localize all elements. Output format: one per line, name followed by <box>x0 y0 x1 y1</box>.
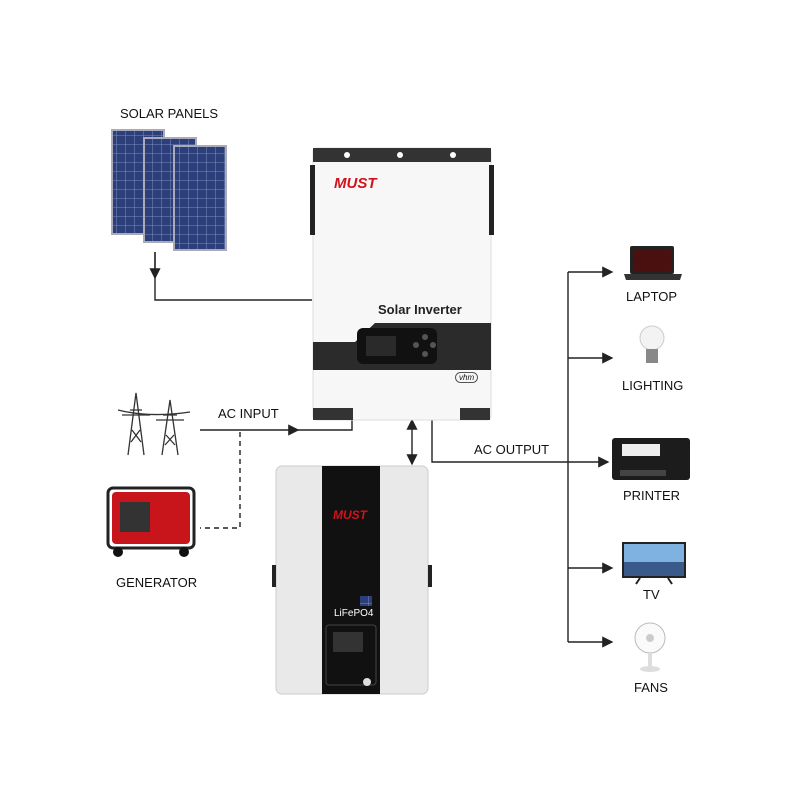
solar-inverter <box>310 147 494 421</box>
light-bulb-icon <box>639 325 665 363</box>
connection-lines <box>149 252 614 648</box>
lifepo4-battery <box>272 465 432 695</box>
ac-output-line <box>431 420 610 468</box>
fans-label: FANS <box>634 680 668 695</box>
tv-label: TV <box>643 587 660 602</box>
lighting-label: LIGHTING <box>622 378 684 393</box>
power-tower-icon <box>117 392 191 456</box>
inverter-model-label: Solar Inverter <box>378 302 462 317</box>
battery-model-label: LiFePO4 <box>334 608 374 619</box>
solar-panels-label: SOLAR PANELS <box>120 106 219 121</box>
generator-dashed-line <box>200 432 241 529</box>
generator-label: GENERATOR <box>116 575 198 590</box>
ac-input-label: AC INPUT <box>218 406 279 421</box>
tv-icon <box>622 542 686 585</box>
printer-label: PRINTER <box>623 488 681 503</box>
generator-icon <box>106 486 196 557</box>
solar-to-inverter-line <box>154 252 312 301</box>
battery-brand-logo: MUST <box>333 508 367 522</box>
inverter-brand-logo: MUST <box>334 175 377 192</box>
solar-panels-icon <box>111 129 227 251</box>
fan-icon <box>634 622 666 672</box>
printer-icon <box>612 438 690 480</box>
laptop-label: LAPTOP <box>626 289 678 304</box>
vhm-badge: vhm <box>455 372 479 383</box>
laptop-icon <box>624 246 682 280</box>
ac-output-label: AC OUTPUT <box>474 442 550 457</box>
